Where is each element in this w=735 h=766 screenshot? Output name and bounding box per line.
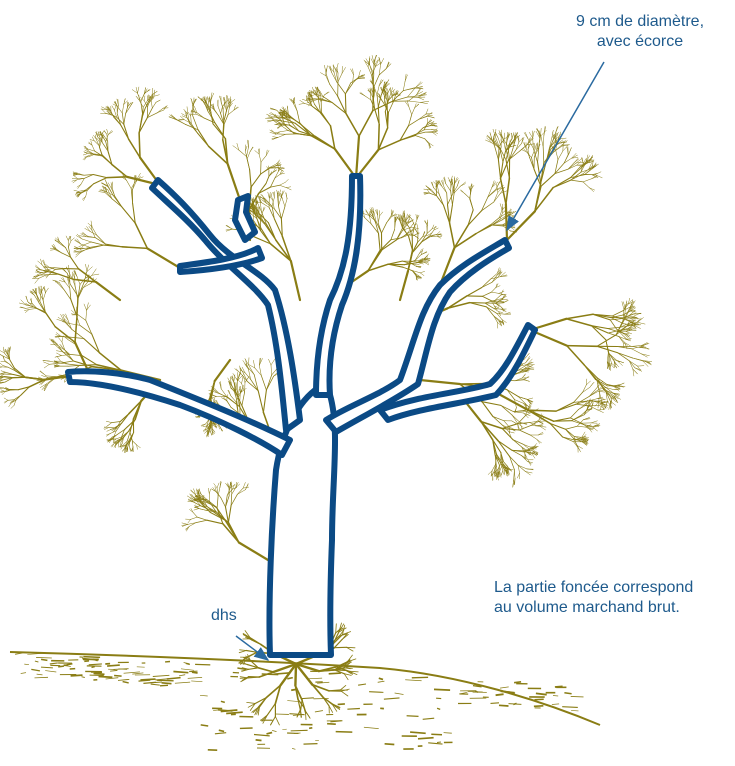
limb-branch-b [177, 245, 265, 275]
dhs-label: dhs [211, 607, 237, 624]
trunk [266, 385, 339, 658]
diameter-label: 9 cm de diamètre, avec écorce [540, 12, 735, 52]
diameter-label-line1: 9 cm de diamètre, [575, 13, 705, 30]
limb-left-lower [65, 368, 293, 458]
limb-right-lower [377, 322, 538, 423]
ground [9, 651, 601, 752]
roots [238, 622, 359, 726]
volume-label: La partie foncée correspond au volume ma… [494, 578, 734, 618]
volume-label-line1: La partie foncée correspond [494, 579, 694, 596]
diameter-label-line2: avec écorce [596, 33, 684, 50]
limb-right [323, 237, 512, 435]
volume-label-line2: au volume marchand brut. [494, 599, 680, 616]
limb-center [313, 173, 364, 398]
dhs-arrow [235, 635, 270, 661]
diameter-arrow [506, 61, 605, 232]
limb-left-upper [149, 177, 303, 433]
merchantable-volume [65, 173, 538, 658]
limb-branch-a [232, 193, 258, 243]
